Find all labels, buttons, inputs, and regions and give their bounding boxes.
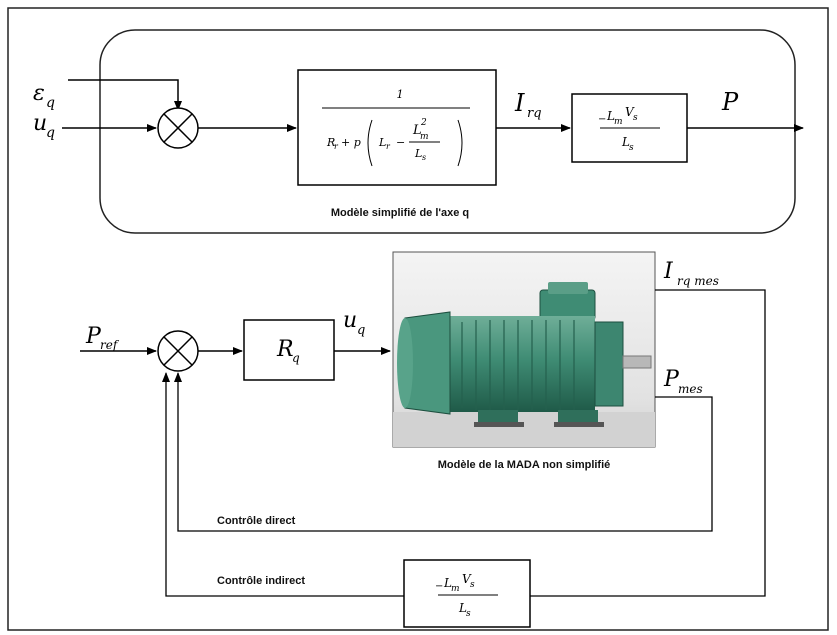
svg-text:s: s xyxy=(466,609,471,619)
indirect-control-label: Contrôle indirect xyxy=(217,575,305,587)
summing-junction-top xyxy=(158,108,198,148)
svg-text:−: − xyxy=(598,114,606,125)
transfer-function-block: 1 R r + p L r − L m 2 L s xyxy=(298,70,496,185)
svg-text:1: 1 xyxy=(397,88,404,101)
svg-text:s: s xyxy=(633,113,638,123)
gain-block-top: − L m V s L s xyxy=(572,94,687,162)
svg-text:rq mes: rq mes xyxy=(677,274,719,288)
svg-text:I: I xyxy=(663,259,674,284)
svg-text:ε: ε xyxy=(33,81,45,106)
epsilon-arrow xyxy=(68,80,178,110)
p-mes-label: P mes xyxy=(663,367,703,396)
svg-text:ref: ref xyxy=(100,338,120,352)
direct-control-label: Contrôle direct xyxy=(217,515,296,527)
output-p-label: P xyxy=(721,88,739,116)
svg-text:u: u xyxy=(343,308,357,333)
mada-motor-image xyxy=(393,252,655,447)
svg-text:s: s xyxy=(470,580,475,590)
svg-text:m: m xyxy=(420,132,429,142)
svg-text:2: 2 xyxy=(420,118,427,128)
svg-text:−: − xyxy=(396,136,405,149)
svg-text:m: m xyxy=(614,117,623,127)
svg-text:s: s xyxy=(629,143,634,153)
svg-text:mes: mes xyxy=(678,382,703,396)
mada-caption: Modèle de la MADA non simplifié xyxy=(438,459,611,471)
epsilon-q-label: ε q xyxy=(33,81,55,111)
svg-text:I: I xyxy=(514,89,525,117)
i-rq-label: I rq xyxy=(514,89,542,121)
summing-junction-bottom xyxy=(158,331,198,371)
simplified-model-caption: Modèle simplifié de l'axe q xyxy=(331,207,469,219)
svg-text:q: q xyxy=(357,323,365,338)
svg-text:R: R xyxy=(276,337,294,362)
u-q-input-label: u q xyxy=(33,111,55,141)
svg-text:rq: rq xyxy=(527,106,542,121)
gain-block-feedback: − L m V s L s xyxy=(404,560,530,627)
svg-text:s: s xyxy=(422,153,426,162)
svg-text:+ p: + p xyxy=(341,136,361,149)
p-ref-label: P ref xyxy=(85,324,120,352)
svg-text:−: − xyxy=(435,581,443,592)
svg-text:m: m xyxy=(451,584,460,594)
i-rq-mes-label: I rq mes xyxy=(663,259,719,288)
svg-text:q: q xyxy=(46,95,55,111)
svg-text:q: q xyxy=(46,125,55,141)
svg-text:q: q xyxy=(292,351,300,365)
controller-r-q-block: R q xyxy=(244,320,334,380)
command-u-q-label: u q xyxy=(343,308,365,338)
indirect-feedback-path-left xyxy=(166,373,404,596)
